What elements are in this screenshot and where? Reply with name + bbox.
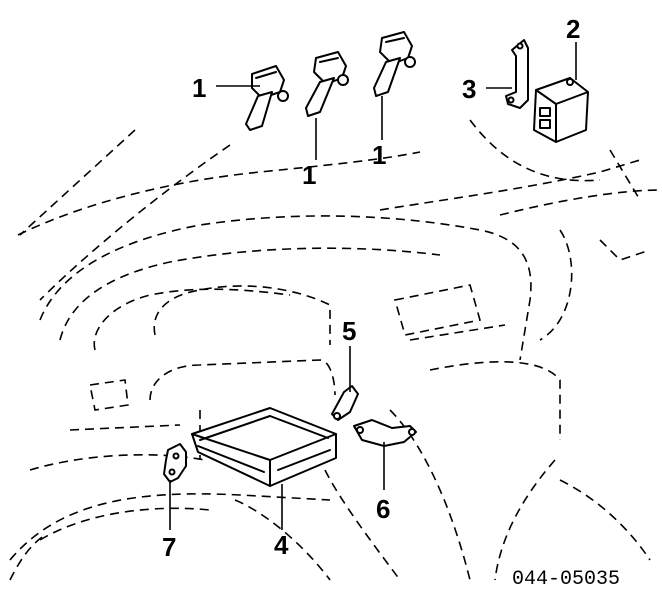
callout-sensor-upper: 5 — [342, 316, 356, 346]
callout-sensor-lower: 6 — [376, 494, 390, 524]
callout-bracket-left: 7 — [162, 532, 176, 562]
dashboard-outline — [9, 119, 661, 581]
callout-coil-right: 1 — [372, 140, 386, 170]
ignition-coil-middle — [305, 51, 349, 117]
callout-coil-middle: 1 — [302, 160, 316, 190]
relay-module — [533, 77, 589, 143]
leader-lines — [169, 42, 577, 530]
ignition-coil-right — [373, 31, 416, 97]
callout-ecu: 4 — [274, 530, 289, 560]
callout-relay: 2 — [566, 14, 580, 44]
diagram-code: 044-05035 — [512, 568, 620, 591]
engine-control-module — [191, 407, 337, 487]
ignition-coil-left — [245, 65, 289, 131]
sensor-lower — [353, 419, 417, 447]
bracket-left — [163, 443, 187, 483]
relay-bracket — [505, 39, 529, 109]
callout-coil-left: 1 — [192, 73, 206, 103]
callout-relay-bracket: 3 — [462, 74, 476, 104]
sensor-upper — [331, 385, 359, 421]
